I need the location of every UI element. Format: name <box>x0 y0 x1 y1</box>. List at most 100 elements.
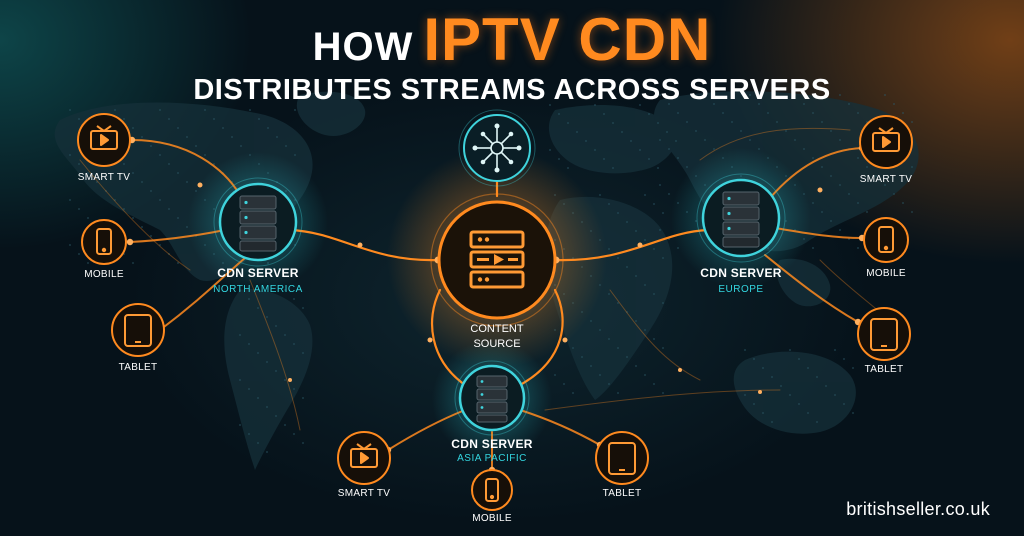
map-dot <box>668 148 670 150</box>
map-dot <box>677 157 679 159</box>
map-dot <box>884 94 886 96</box>
map-dot <box>612 122 614 124</box>
map-dot <box>626 356 628 358</box>
device-icons <box>90 125 900 502</box>
map-dot <box>599 329 601 331</box>
map-dot <box>740 130 742 132</box>
map-dot <box>69 199 71 201</box>
map-dot <box>852 412 854 414</box>
map-dot <box>257 397 259 399</box>
content-server-icon <box>469 230 525 289</box>
map-dot <box>753 358 755 360</box>
map-dot <box>177 127 179 129</box>
map-dot <box>653 203 655 205</box>
arc-sa <box>249 279 301 431</box>
map-dot <box>857 157 859 159</box>
map-dot <box>731 121 733 123</box>
map-dot <box>771 421 773 423</box>
server-node-eu <box>696 173 786 263</box>
map-dot <box>807 412 809 414</box>
map-dot <box>240 145 242 147</box>
map-dot <box>758 103 760 105</box>
map-dot <box>213 163 215 165</box>
map-dot <box>644 239 646 241</box>
map-dot <box>293 343 295 345</box>
map-dot <box>248 433 250 435</box>
map-dot <box>123 163 125 165</box>
map-dot <box>114 199 116 201</box>
map-dot <box>302 397 304 399</box>
map-dot <box>794 94 796 96</box>
map-dot <box>695 130 697 132</box>
map-dot <box>617 392 619 394</box>
map-dot <box>639 104 641 106</box>
map-dot <box>866 211 868 213</box>
map-dot <box>159 109 161 111</box>
map-dot <box>78 208 80 210</box>
map-dot <box>662 347 664 349</box>
map-dot <box>132 217 134 219</box>
server-stack-icon <box>476 375 508 423</box>
server-stack-icon <box>722 191 760 248</box>
map-dot <box>839 139 841 141</box>
map-dot <box>662 302 664 304</box>
map-dot <box>204 109 206 111</box>
map-dot <box>662 212 664 214</box>
map-dot <box>249 109 251 111</box>
map-dot <box>213 118 215 120</box>
map-dot <box>857 247 859 249</box>
map-dot <box>749 94 751 96</box>
link-source-ap-left <box>430 288 467 387</box>
map-dot <box>132 172 134 174</box>
map-dot <box>659 229 661 231</box>
map-dot <box>293 298 295 300</box>
map-dot <box>159 199 161 201</box>
map-dot <box>644 284 646 286</box>
map-dot <box>132 262 134 264</box>
link-dot <box>817 187 823 193</box>
link-na-source <box>288 228 440 262</box>
link-dot <box>562 337 568 343</box>
server-eu-region: EUROPE <box>718 284 764 295</box>
map-dot <box>590 365 592 367</box>
map-dot <box>567 167 569 169</box>
map-dot <box>599 374 601 376</box>
map-dot <box>141 136 143 138</box>
map-dot <box>567 122 569 124</box>
map-dot <box>150 145 152 147</box>
map-dot <box>798 403 800 405</box>
arc-ap-au <box>544 389 781 411</box>
server-node-na <box>213 177 303 267</box>
map-dot <box>302 307 304 309</box>
tv-icon <box>872 127 900 152</box>
device-na-tablet-label: TABLET <box>118 362 158 373</box>
map-dot <box>576 131 578 133</box>
map-dot <box>168 118 170 120</box>
link-dot <box>126 238 134 246</box>
map-dot <box>834 394 836 396</box>
tablet-icon <box>870 318 898 351</box>
map-dot <box>621 131 623 133</box>
map-dot <box>302 352 304 354</box>
map-dot <box>812 202 814 204</box>
map-dot <box>186 181 188 183</box>
map-dot <box>830 220 832 222</box>
map-dot <box>617 347 619 349</box>
map-dot <box>780 385 782 387</box>
map-dot <box>248 343 250 345</box>
map-dot <box>617 212 619 214</box>
map-dot <box>284 334 286 336</box>
map-dot <box>848 193 850 195</box>
link-eu-mobile <box>774 227 863 239</box>
map-dot <box>812 157 814 159</box>
map-dot <box>771 376 773 378</box>
link-dot <box>637 242 643 248</box>
map-dot <box>659 139 661 141</box>
map-dot <box>635 230 637 232</box>
map-dot <box>594 149 596 151</box>
brand-url: britishseller.co.uk <box>846 499 990 519</box>
map-dot <box>276 136 278 138</box>
map-dot <box>662 392 664 394</box>
